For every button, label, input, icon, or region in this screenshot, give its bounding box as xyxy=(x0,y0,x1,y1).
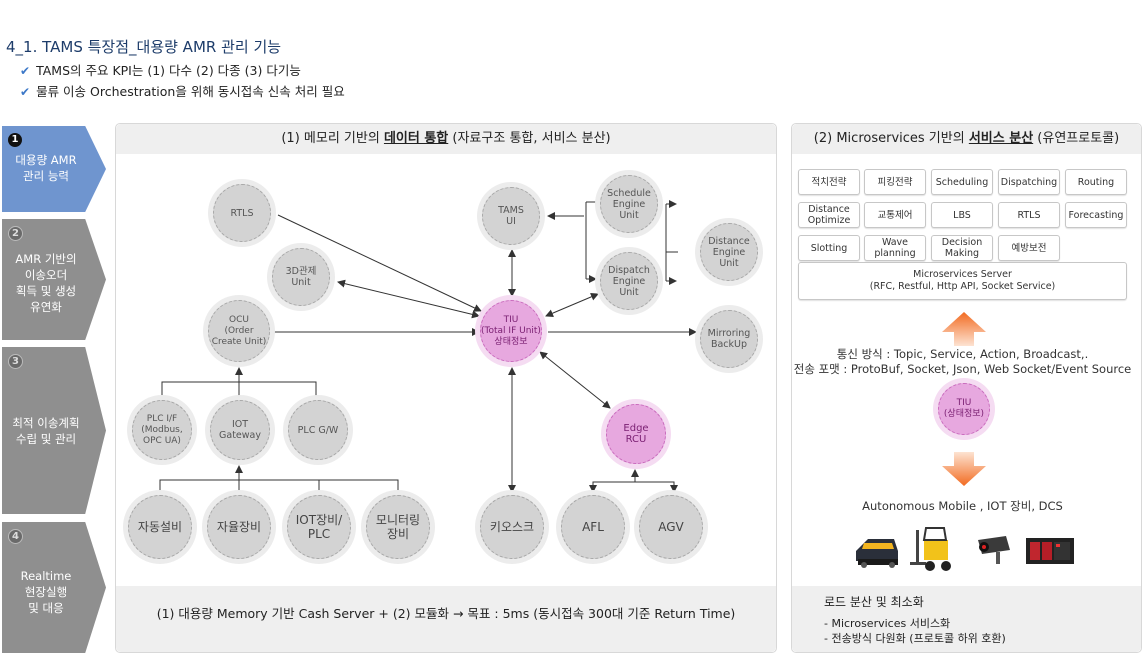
step-number: 2 xyxy=(8,226,23,241)
step-2[interactable]: 2 AMR 기반의 이송오더 획득 및 생성 유연화 xyxy=(2,219,106,340)
afl-node: AFL xyxy=(561,495,625,559)
tams-ui-node: TAMS UI xyxy=(482,187,540,245)
microservices-server-box: Microservices Server (RFC, Restful, Http… xyxy=(798,262,1127,300)
step-1[interactable]: 1 대용량 AMR 관리 능력 xyxy=(2,126,106,212)
step-number: 1 xyxy=(8,133,22,147)
tiu-node: TIU (Total IF Unit) 상태정보 xyxy=(480,300,542,362)
service-box: Scheduling xyxy=(931,169,993,195)
plc-icon xyxy=(1026,538,1074,564)
service-box: RTLS xyxy=(998,202,1060,228)
check-icon: ✔ xyxy=(20,64,31,78)
tiu-status-node: TIU (상태정보) xyxy=(938,383,990,435)
step-4[interactable]: 4 Realtime 현장실행 및 대응 xyxy=(2,522,106,653)
check-icon: ✔ xyxy=(20,85,31,99)
self-equipment-node: 자율장비 xyxy=(207,495,271,559)
mirroring-backup-node: Mirroring BackUp xyxy=(700,310,758,368)
load-distribution-footer: 로드 분산 및 최소화 - Microservices 서비스화 - 전송방식 … xyxy=(792,586,1141,652)
distance-engine-node: Distance Engine Unit xyxy=(700,223,758,281)
step-label: 최적 이송계획 수립 및 관리 xyxy=(12,416,80,446)
devices-text: Autonomous Mobile , IOT 장비, DCS xyxy=(862,499,1063,513)
step-3[interactable]: 3 최적 이송계획 수립 및 관리 xyxy=(2,347,106,514)
comm-method-text: 통신 방식 : Topic, Service, Action, Broadcas… xyxy=(836,347,1089,361)
step-label: Realtime 현장실행 및 대응 xyxy=(20,569,72,615)
service-box: Routing xyxy=(1065,169,1127,195)
service-box: Decision Making xyxy=(931,235,993,261)
plc-gw-node: PLC G/W xyxy=(288,400,348,460)
service-box: Forecasting xyxy=(1065,202,1127,228)
service-box: 적치전략 xyxy=(798,169,860,195)
step-label: 대용량 AMR 관리 능력 xyxy=(15,153,77,183)
rtls-node: RTLS xyxy=(213,184,271,242)
service-box: Dispatching xyxy=(998,169,1060,195)
orchestration-bullet: ✔물류 이송 Orchestration을 위해 동시접속 신속 처리 필요 xyxy=(20,84,345,99)
step-number: 3 xyxy=(8,354,23,369)
robot-icon xyxy=(856,539,898,568)
camera-icon xyxy=(978,536,1010,564)
up-arrow-icon xyxy=(942,312,986,346)
service-box: Slotting xyxy=(798,235,860,261)
connection-arrows xyxy=(159,200,697,493)
data-integration-footer: (1) 대용량 Memory 기반 Cash Server + (2) 모듈화 … xyxy=(116,586,776,652)
kiosk-node: 키오스크 xyxy=(480,495,544,559)
dispatch-engine-node: Dispatch Engine Unit xyxy=(600,252,658,310)
monitoring-node: 모니터링 장비 xyxy=(366,495,430,559)
data-integration-header: (1) 메모리 기반의 데이터 통합 (자료구조 통합, 서비스 분산) xyxy=(116,124,776,154)
step-number: 4 xyxy=(8,529,23,544)
forklift-icon xyxy=(910,527,951,571)
service-box: Distance Optimize xyxy=(798,202,860,228)
page-title: 4_1. TAMS 특장점_대용량 AMR 관리 기능 xyxy=(6,38,282,56)
plc-if-node: PLC I/F (Modbus, OPC UA) xyxy=(132,400,192,460)
data-integration-panel: (1) 메모리 기반의 데이터 통합 (자료구조 통합, 서비스 분산) xyxy=(115,123,777,653)
kpi-bullet: ✔TAMS의 주요 KPI는 (1) 다수 (2) 다종 (3) 다기능 xyxy=(20,63,301,78)
schedule-engine-node: Schedule Engine Unit xyxy=(600,175,658,233)
down-arrow-icon xyxy=(942,452,986,486)
agv-node: AGV xyxy=(639,495,703,559)
iot-plc-node: IOT장비/ PLC xyxy=(287,495,351,559)
service-box: 예방보전 xyxy=(998,235,1060,261)
step-label: AMR 기반의 이송오더 획득 및 생성 유연화 xyxy=(15,252,77,314)
service-box: 피킹전략 xyxy=(864,169,926,195)
ocu-node: OCU (Order Create Unit) xyxy=(208,300,270,362)
service-box: Wave planning xyxy=(864,235,926,261)
service-box: LBS xyxy=(931,202,993,228)
microservices-panel: (2) Microservices 기반의 서비스 분산 (유연프로토콜) 적치… xyxy=(791,123,1142,653)
auto-equipment-node: 자동설비 xyxy=(128,495,192,559)
iot-gateway-node: IOT Gateway xyxy=(210,400,270,460)
service-box: 교통제어 xyxy=(864,202,926,228)
microservices-header: (2) Microservices 기반의 서비스 분산 (유연프로토콜) xyxy=(792,124,1141,154)
3d-control-node: 3D관제 Unit xyxy=(272,248,330,306)
edge-rcu-node: Edge RCU xyxy=(606,404,666,464)
transfer-format-text: 전송 포맷 : ProtoBuf, Socket, Json, Web Sock… xyxy=(793,362,1132,376)
